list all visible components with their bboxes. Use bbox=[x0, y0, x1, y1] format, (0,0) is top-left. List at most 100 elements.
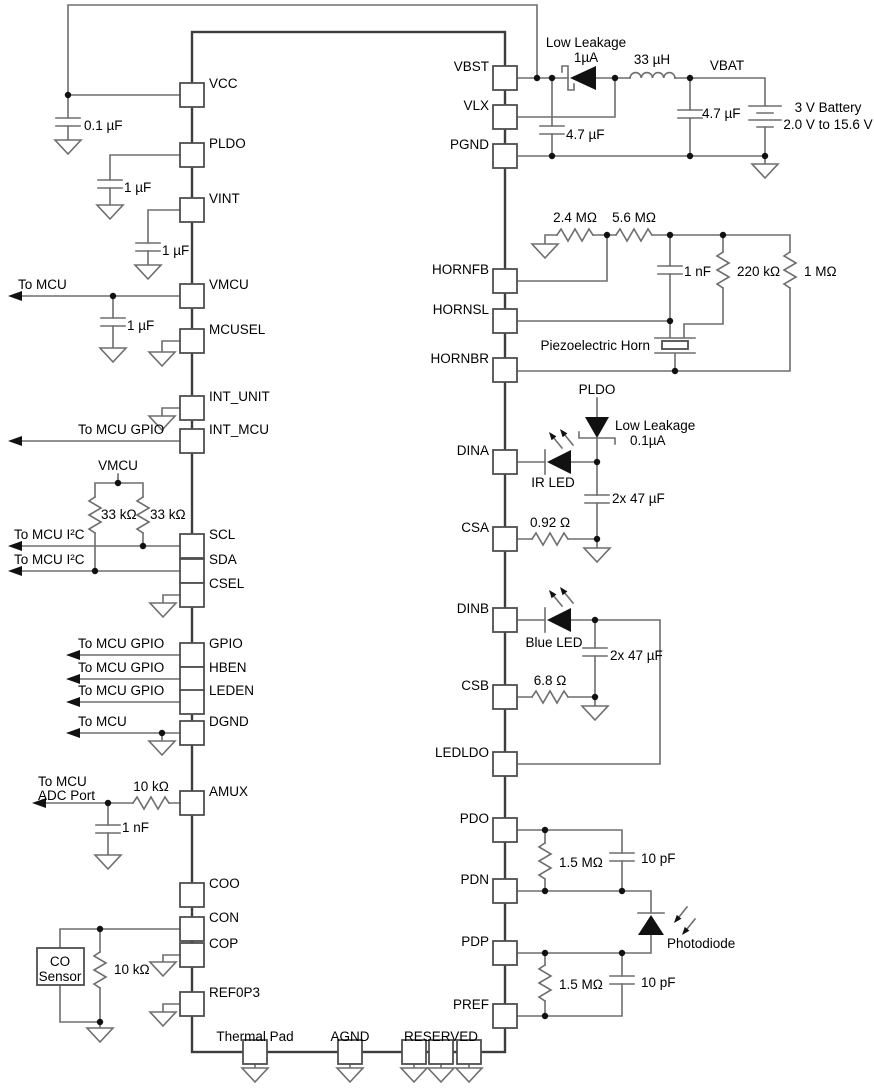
net-label-vbat: VBAT bbox=[710, 58, 744, 73]
pin-pldo bbox=[179, 142, 205, 168]
pin-label-pldo: PLDO bbox=[209, 136, 246, 151]
pin-label-con: CON bbox=[209, 910, 239, 925]
pin-label-amux: AMUX bbox=[209, 784, 248, 799]
pin-label-int-unit: INT_UNIT bbox=[209, 389, 270, 404]
cap-value-vint: 1 µF bbox=[162, 243, 189, 258]
to-mcu-gpio-label-hben: To MCU GPIO bbox=[78, 660, 164, 675]
co-sensor-label-2: Sensor bbox=[39, 969, 82, 984]
pin-label-ref0p3: REF0P3 bbox=[209, 985, 260, 1000]
pin-hben bbox=[179, 666, 205, 692]
pin-label-agnd: AGND bbox=[330, 1029, 369, 1044]
pin-csa bbox=[492, 526, 518, 552]
piezo-element-icon bbox=[661, 340, 689, 350]
pin-boxes bbox=[179, 65, 518, 1065]
pin-csb bbox=[492, 684, 518, 710]
pin-cop bbox=[179, 942, 205, 968]
pin-label-pdp: PDP bbox=[461, 934, 489, 949]
pin-label-dinb: DINB bbox=[457, 601, 489, 616]
pin-sda bbox=[179, 558, 205, 584]
to-mcu-i2c-label-sda: To MCU I²C bbox=[14, 552, 85, 567]
pin-dgnd bbox=[179, 720, 205, 746]
pin-gpio bbox=[179, 642, 205, 668]
cap-value-vbat: 4.7 µF bbox=[702, 106, 741, 121]
pin-label-dina: DINA bbox=[457, 443, 489, 458]
to-mcu-gpio-label-leden: To MCU GPIO bbox=[78, 683, 164, 698]
blue-led-label: Blue LED bbox=[525, 635, 582, 650]
pin-label-ledldo: LEDLDO bbox=[435, 745, 489, 760]
diode-note-dina-1: Low Leakage bbox=[615, 418, 695, 433]
pin-label-hornsl: HORNSL bbox=[433, 302, 490, 317]
resistor-value-horn-out: 1 MΩ bbox=[804, 264, 837, 279]
cap-value-pd-bot: 10 pF bbox=[641, 975, 676, 990]
inductor-value: 33 µH bbox=[634, 52, 670, 67]
cap-value-dinb: 2x 47 µF bbox=[610, 648, 663, 663]
to-mcu-gpio-label-intmcu: To MCU GPIO bbox=[78, 422, 164, 437]
ic-body-outline bbox=[190, 30, 507, 1054]
pin-vcc bbox=[179, 82, 205, 108]
diode-note-dina-2: 0.1µA bbox=[630, 433, 666, 448]
pin-label-vlx: VLX bbox=[463, 98, 489, 113]
resistor-value-csa: 0.92 Ω bbox=[530, 515, 570, 530]
pin-leden bbox=[179, 689, 205, 715]
pin-hornfb bbox=[492, 268, 518, 294]
pin-label-cop: COP bbox=[209, 936, 238, 951]
pin-hornbr bbox=[492, 357, 518, 383]
pin-label-pdn: PDN bbox=[460, 872, 489, 887]
pin-vmcu bbox=[179, 283, 205, 309]
pin-label-vbst: VBST bbox=[454, 59, 489, 74]
pin-label-vmcu: VMCU bbox=[209, 277, 249, 292]
pldo-schottky-diode-icon bbox=[578, 417, 616, 445]
cap-value-vbst: 4.7 µF bbox=[566, 127, 605, 142]
junction-dots bbox=[64, 74, 769, 1026]
pin-ledldo bbox=[492, 751, 518, 777]
cap-value-vmcu: 1 µF bbox=[127, 318, 154, 333]
pin-label-coo: COO bbox=[209, 876, 240, 891]
pin-label-mcusel: MCUSEL bbox=[209, 322, 266, 337]
pin-coo bbox=[179, 882, 205, 908]
boost-schottky-diode-icon bbox=[561, 65, 596, 91]
pin-label-reserved: RESERVED bbox=[404, 1029, 478, 1044]
battery-icon bbox=[748, 105, 782, 128]
to-mcu-arrowheads bbox=[8, 291, 80, 808]
photodiode-label: Photodiode bbox=[667, 936, 735, 951]
to-mcu-label-vmcu: To MCU bbox=[18, 277, 67, 292]
cap-value-horn: 1 nF bbox=[684, 264, 711, 279]
pin-reserved-2 bbox=[428, 1039, 454, 1065]
resistor-value-csb: 6.8 Ω bbox=[534, 673, 567, 688]
pin-label-csa: CSA bbox=[461, 520, 489, 535]
cap-value-pldo: 1 µF bbox=[124, 180, 151, 195]
pin-ref0p3 bbox=[179, 991, 205, 1017]
pin-mcusel bbox=[179, 328, 205, 354]
to-mcu-adc-label-2: ADC Port bbox=[38, 788, 95, 803]
net-label-pldo: PLDO bbox=[579, 382, 616, 397]
cap-value-dina: 2x 47 µF bbox=[612, 491, 665, 506]
resistor-value-pullup-scl: 33 kΩ bbox=[101, 507, 137, 522]
diode-note-boost-1: Low Leakage bbox=[546, 35, 626, 50]
pin-amux bbox=[179, 790, 205, 816]
pin-label-int-mcu: INT_MCU bbox=[209, 422, 269, 437]
pin-thermal-pad bbox=[242, 1039, 268, 1065]
battery-label-2: 2.0 V to 15.6 V bbox=[783, 117, 872, 132]
photodiode-icon bbox=[637, 906, 696, 936]
pin-label-hben: HBEN bbox=[209, 660, 247, 675]
pin-scl bbox=[179, 533, 205, 559]
cap-value-vcc: 0.1 µF bbox=[84, 118, 123, 133]
pin-label-thermal-pad: Thermal Pad bbox=[216, 1029, 293, 1044]
pin-label-hornbr: HORNBR bbox=[430, 351, 489, 366]
left-section-wires bbox=[13, 154, 181, 1029]
diode-note-boost-2: 1µA bbox=[574, 50, 598, 65]
pin-int-unit bbox=[179, 395, 205, 421]
pin-label-pgnd: PGND bbox=[450, 137, 489, 152]
pin-agnd bbox=[337, 1039, 363, 1065]
pin-label-pref: PREF bbox=[453, 997, 489, 1012]
pin-vbst bbox=[492, 65, 518, 91]
inductor-icon bbox=[629, 71, 676, 79]
blue-led-icon bbox=[544, 586, 574, 633]
pin-csel bbox=[179, 582, 205, 608]
pin-label-leden: LEDEN bbox=[209, 683, 254, 698]
pin-label-csb: CSB bbox=[461, 678, 489, 693]
resistor-value-co: 10 kΩ bbox=[114, 962, 150, 977]
net-label-vmcu: VMCU bbox=[98, 458, 138, 473]
